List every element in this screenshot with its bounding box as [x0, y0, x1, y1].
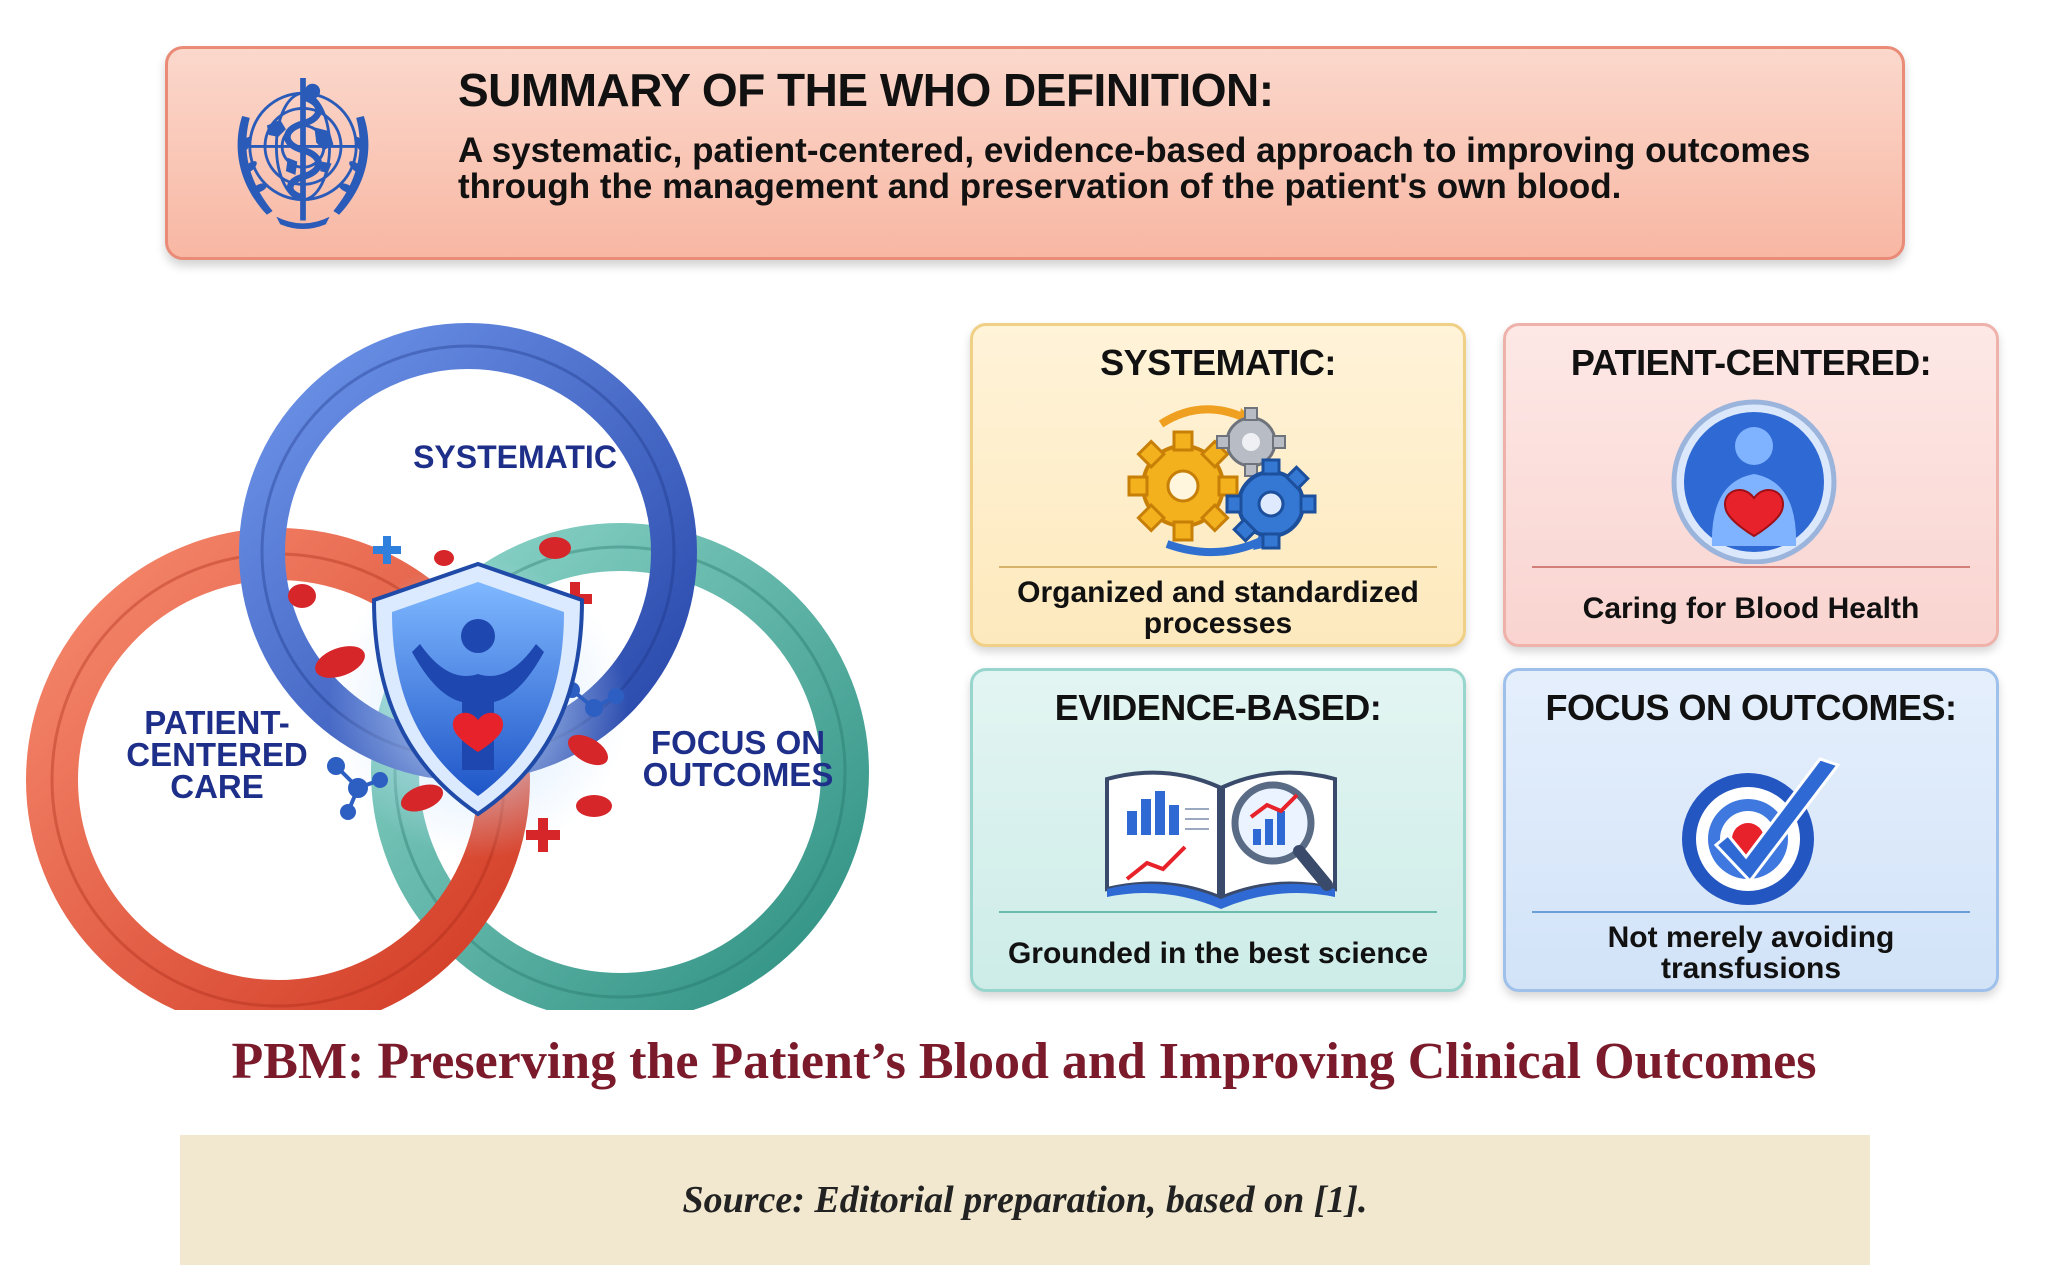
- patient-heart-icon: [1671, 399, 1837, 564]
- venn-label-outcomes-2: OUTCOMES: [643, 756, 834, 793]
- card-title: EVIDENCE-BASED:: [1054, 687, 1382, 728]
- card-divider: [999, 566, 1437, 568]
- card-systematic: SYSTEMATIC:: [970, 323, 1466, 647]
- card-title: FOCUS ON OUTCOMES:: [1545, 687, 1958, 728]
- venn-label-outcomes-1: FOCUS ON: [651, 724, 825, 761]
- who-definition-banner: SUMMARY OF THE WHO DEFINITION: A systema…: [165, 46, 1905, 260]
- pbm-venn-diagram: SYSTEMATIC PATIENT- CENTERED CARE FOCUS …: [26, 323, 869, 1010]
- card-focus-on-outcomes: FOCUS ON OUTCOMES: Not merely avoiding t…: [1503, 668, 1999, 992]
- red-blood-cells-icon: [288, 537, 612, 817]
- card-divider: [1532, 911, 1970, 913]
- venn-label-patient-3: CARE: [170, 768, 264, 805]
- card-description: Organized and standardized processes: [1017, 576, 1419, 640]
- card-title: PATIENT-CENTERED:: [1570, 342, 1932, 383]
- card-divider: [1532, 566, 1970, 568]
- card-description: Caring for Blood Health: [1582, 591, 1920, 625]
- card-description: Grounded in the best science: [1007, 936, 1429, 970]
- gears-icon: [1127, 405, 1317, 557]
- target-check-icon: [1682, 757, 1841, 905]
- banner-title: SUMMARY OF THE WHO DEFINITION:: [458, 64, 1274, 116]
- card-patient-centered: PATIENT-CENTERED: Caring for Blood Healt…: [1503, 323, 1999, 647]
- source-text: Source: Editorial preparation, based on …: [682, 1179, 1368, 1221]
- venn-label-patient-2: CENTERED: [126, 736, 308, 773]
- venn-label-patient-1: PATIENT-: [144, 704, 289, 741]
- card-evidence-based: EVIDENCE-BASED: Grounded in the best sci…: [970, 668, 1466, 992]
- molecule-icon: [327, 682, 624, 820]
- banner-definition-text: A systematic, patient-centered, evidence…: [458, 131, 1811, 206]
- card-description: Not merely avoiding transfusions: [1607, 921, 1895, 985]
- pbm-tagline: PBM: Preserving the Patient’s Blood and …: [231, 1033, 1817, 1090]
- who-emblem-icon: [237, 78, 369, 230]
- card-divider: [999, 911, 1437, 913]
- book-magnifier-icon: [1105, 770, 1337, 909]
- venn-label-systematic: SYSTEMATIC: [413, 439, 617, 475]
- source-note: Source: Editorial preparation, based on …: [180, 1135, 1870, 1265]
- shield-patient-icon: [371, 561, 585, 817]
- card-title: SYSTEMATIC:: [1100, 342, 1336, 383]
